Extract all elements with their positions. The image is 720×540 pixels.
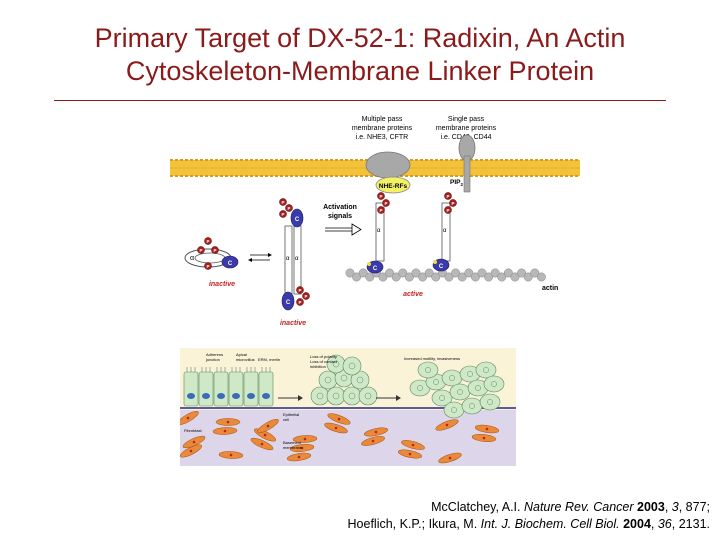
title-line-2: Cytoskeleton-Membrane Linker Protein <box>125 56 595 86</box>
inactive-left-label: inactive <box>209 281 235 288</box>
adherens-label-1: Adherens <box>206 352 223 357</box>
multi-pass-label-2: membrane proteins <box>352 125 413 132</box>
loss-polarity-label-2: Loss of contact <box>310 359 338 364</box>
svg-text:P: P <box>384 201 387 206</box>
actin-label: actin <box>542 285 558 292</box>
fibroblast-label: Fibroblast <box>184 428 202 433</box>
erm-activation-diagram: Multiple pass membrane proteins i.e. NHE… <box>170 116 580 327</box>
svg-text:α: α <box>286 256 290 262</box>
svg-text:P: P <box>281 212 284 217</box>
panel-invasion <box>409 361 505 419</box>
stroma-fibroblasts <box>180 411 500 464</box>
inactive-closed-radixin: α C <box>184 248 239 269</box>
svg-text:C: C <box>295 217 300 223</box>
svg-text:P: P <box>446 208 449 213</box>
inactive-bottom-label: inactive <box>280 320 306 327</box>
motility-label: Increased motility, invasiveness <box>404 356 460 361</box>
svg-text:P: P <box>379 194 382 199</box>
pip2-label: PIP2 <box>450 179 463 187</box>
title-line-1: Primary Target of DX-52-1: Radixin, An A… <box>94 23 626 53</box>
multi-pass-protein <box>365 151 411 179</box>
svg-text:α: α <box>377 228 381 234</box>
adherens-label-2: junction <box>205 357 220 362</box>
reference-2: Hoeflich, K.P.; Ikura, M. Int. J. Bioche… <box>347 517 710 531</box>
svg-text:α: α <box>190 255 194 262</box>
reference-1: McClatchey, A.I. Nature Rev. Cancer 2003… <box>431 500 710 514</box>
epithelial-label-2: cell <box>283 417 289 422</box>
references: McClatchey, A.I. Nature Rev. Cancer 2003… <box>348 499 710 533</box>
epithelial-progression-illustration: Adherens junction Apical microvillus ERM… <box>180 348 516 466</box>
basement-label-2: membrane <box>283 445 303 450</box>
active-radixin-multipass: α C <box>366 202 385 274</box>
nhe-rfs-label: NHE-RFs <box>379 183 408 190</box>
svg-text:C: C <box>228 261 233 267</box>
apical-label-1: Apical <box>236 352 247 357</box>
activation-label-1: Activation <box>323 204 357 211</box>
loss-polarity-label-3: inhibition <box>310 364 326 369</box>
panel-loss-of-polarity <box>310 354 378 406</box>
svg-text:P: P <box>304 294 307 299</box>
nhe-rfs-shape <box>375 176 411 194</box>
svg-text:α: α <box>443 228 447 234</box>
svg-text:P: P <box>287 206 290 211</box>
svg-text:C: C <box>286 300 291 306</box>
multi-pass-label-1: Multiple pass <box>362 116 403 123</box>
multi-pass-label-3: i.e. NHE3, CFTR <box>356 134 409 141</box>
single-pass-label-2: membrane proteins <box>436 125 497 132</box>
svg-text:P: P <box>213 248 216 253</box>
svg-text:C: C <box>439 264 444 270</box>
svg-text:P: P <box>451 201 454 206</box>
title-divider <box>54 100 666 101</box>
svg-text:α: α <box>295 256 299 262</box>
svg-text:P: P <box>206 264 209 269</box>
slide-title: Primary Target of DX-52-1: Radixin, An A… <box>0 22 720 88</box>
activation-label-2: signals <box>328 213 352 220</box>
svg-text:C: C <box>373 266 378 272</box>
apical-label-2: microvillus <box>236 357 255 362</box>
svg-text:P: P <box>446 194 449 199</box>
single-pass-label-1: Single pass <box>448 116 485 123</box>
panel-polarized-epithelium <box>183 367 274 407</box>
equilibrium-arrows <box>248 253 272 262</box>
svg-text:P: P <box>298 288 301 293</box>
svg-text:P: P <box>379 208 382 213</box>
inactive-dimer: α α C C <box>281 208 304 311</box>
epithelial-label-1: Epithelial <box>283 412 299 417</box>
active-label: active <box>403 291 423 298</box>
svg-text:P: P <box>281 200 284 205</box>
erm-label: ERM, merlin <box>258 357 280 362</box>
activation-arrow <box>325 223 362 236</box>
active-radixin-singlepass: α C <box>432 202 451 272</box>
basement-label-1: Basement <box>283 440 302 445</box>
loss-polarity-label-1: Loss of polarity <box>310 354 337 359</box>
svg-text:P: P <box>199 248 202 253</box>
svg-text:P: P <box>298 300 301 305</box>
panel-arrows <box>278 395 401 401</box>
svg-text:P: P <box>206 239 209 244</box>
